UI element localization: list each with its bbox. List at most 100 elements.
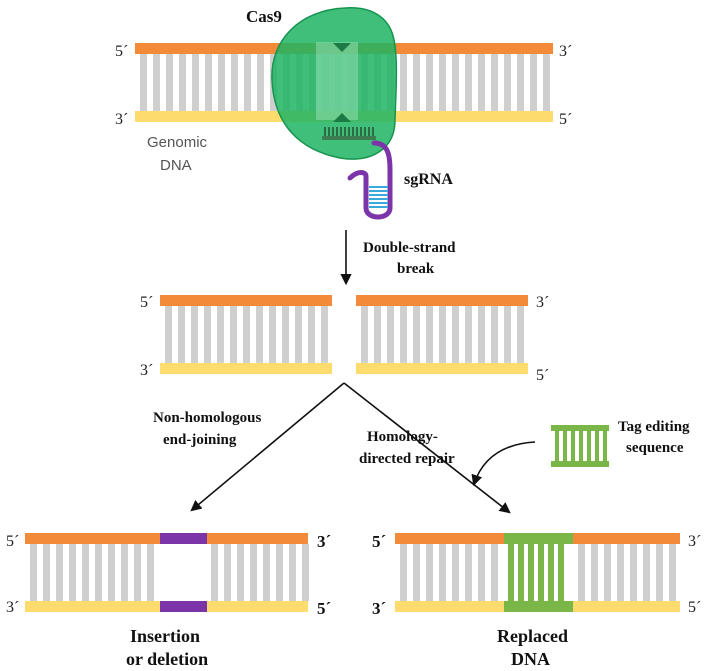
base-pair	[211, 544, 218, 601]
cas9-guide-bar	[322, 136, 376, 140]
br-top-strand-left	[395, 533, 504, 544]
sgrna-base-pairs	[369, 186, 388, 208]
base-pair	[439, 306, 446, 363]
cas9-guide-ticks	[324, 127, 374, 136]
tag-base-pair	[563, 431, 567, 461]
guide-tick	[352, 127, 354, 136]
base-pair	[121, 544, 128, 601]
guide-tick	[356, 127, 358, 136]
sgrna-strand	[347, 140, 393, 220]
base-pair	[413, 544, 420, 601]
base-pair	[591, 544, 598, 601]
guide-tick	[336, 127, 338, 136]
dna-left-bottom-strand	[160, 363, 332, 374]
base-pair	[578, 544, 585, 601]
base-pair	[478, 544, 485, 601]
base-pair	[231, 54, 238, 111]
base-pair	[465, 306, 472, 363]
sgrna-pair	[369, 198, 388, 200]
bl-end-3prime-left: 3´	[6, 599, 19, 616]
base-pair	[192, 54, 199, 111]
cas9-label: Cas9	[246, 7, 282, 26]
base-pair	[56, 544, 63, 601]
base-pair	[179, 54, 186, 111]
base-pair	[230, 306, 237, 363]
dsb-label-line1: Double-strand	[363, 240, 456, 256]
br-end-5prime-left: 5´	[372, 532, 386, 551]
tag-label-line1: Tag editing	[618, 419, 690, 435]
bl-bottom-strand-left	[25, 601, 160, 612]
base-pair	[400, 54, 407, 111]
hdr-result-dna	[395, 533, 680, 612]
cleavage-marker-top	[333, 43, 351, 52]
base-pair	[204, 306, 211, 363]
cas9-inner-window	[316, 42, 358, 120]
sgrna-label: sgRNA	[404, 171, 453, 188]
br-end-5prime-right: 5´	[688, 599, 701, 616]
replacement-base-pair	[528, 540, 534, 606]
base-pair	[491, 54, 498, 111]
guide-tick	[332, 127, 334, 136]
br-end-3prime-right: 3´	[688, 533, 701, 550]
base-pair	[95, 544, 102, 601]
tag-base-pair	[603, 431, 607, 461]
tag-base-pair	[571, 431, 575, 461]
tag-insert-arrow	[471, 441, 536, 487]
base-pair	[82, 544, 89, 601]
base-pair	[465, 544, 472, 601]
replacement-base-pair	[548, 540, 554, 606]
base-pair	[321, 306, 328, 363]
base-pair	[243, 306, 250, 363]
base-pair	[69, 544, 76, 601]
br-end-3prime-left: 3´	[372, 599, 386, 618]
base-pair	[426, 544, 433, 601]
base-pair	[217, 306, 224, 363]
tag-editing-sequence	[551, 425, 609, 467]
tag-base-pairs	[555, 431, 607, 461]
bl-top-strand-left	[25, 533, 160, 544]
base-pair	[289, 544, 296, 601]
replacement-base-pair	[538, 540, 544, 606]
sgrna-pair	[369, 194, 388, 196]
nhej-result-dna	[25, 533, 309, 612]
dsb-label-line2: break	[397, 261, 435, 277]
base-pair	[400, 306, 407, 363]
guide-tick	[368, 127, 370, 136]
dna-left-top-strand	[160, 295, 332, 306]
base-pair	[491, 306, 498, 363]
br-bottom-strand-right	[573, 601, 680, 612]
replacement-base-pair	[508, 540, 514, 606]
base-pair	[191, 306, 198, 363]
replacement-base-pair	[558, 540, 564, 606]
nhej-label-line1: Non-homologous	[153, 410, 262, 426]
bl-end-3prime-right: 3´	[317, 532, 331, 551]
base-pair	[302, 544, 309, 601]
dna-base-pairs	[400, 544, 676, 601]
base-pair	[465, 54, 472, 111]
base-pair	[452, 306, 459, 363]
base-pair	[30, 544, 37, 601]
mid-end-5prime-right: 5´	[536, 367, 549, 384]
top-end-5prime-right: 5´	[559, 111, 572, 128]
base-pair	[140, 54, 147, 111]
insertion-caption-line1: Insertion	[130, 626, 200, 646]
sgrna-pair	[369, 190, 388, 192]
guide-tick	[324, 127, 326, 136]
nhej-label-line2: end-joining	[163, 432, 237, 448]
hdr-label-line1: Homology-	[367, 429, 438, 445]
base-pair	[257, 54, 264, 111]
mid-end-5prime-left: 5´	[140, 294, 153, 311]
base-pair	[617, 544, 624, 601]
tag-label-line2: sequence	[626, 440, 684, 456]
base-pair	[426, 54, 433, 111]
guide-tick	[344, 127, 346, 136]
br-bottom-strand-left	[395, 601, 504, 612]
guide-tick	[372, 127, 374, 136]
base-pair	[517, 306, 524, 363]
base-pair	[134, 544, 141, 601]
base-pair	[504, 306, 511, 363]
genomic-dna-label-line2: DNA	[160, 157, 192, 174]
guide-tick	[348, 127, 350, 136]
base-pair	[374, 306, 381, 363]
